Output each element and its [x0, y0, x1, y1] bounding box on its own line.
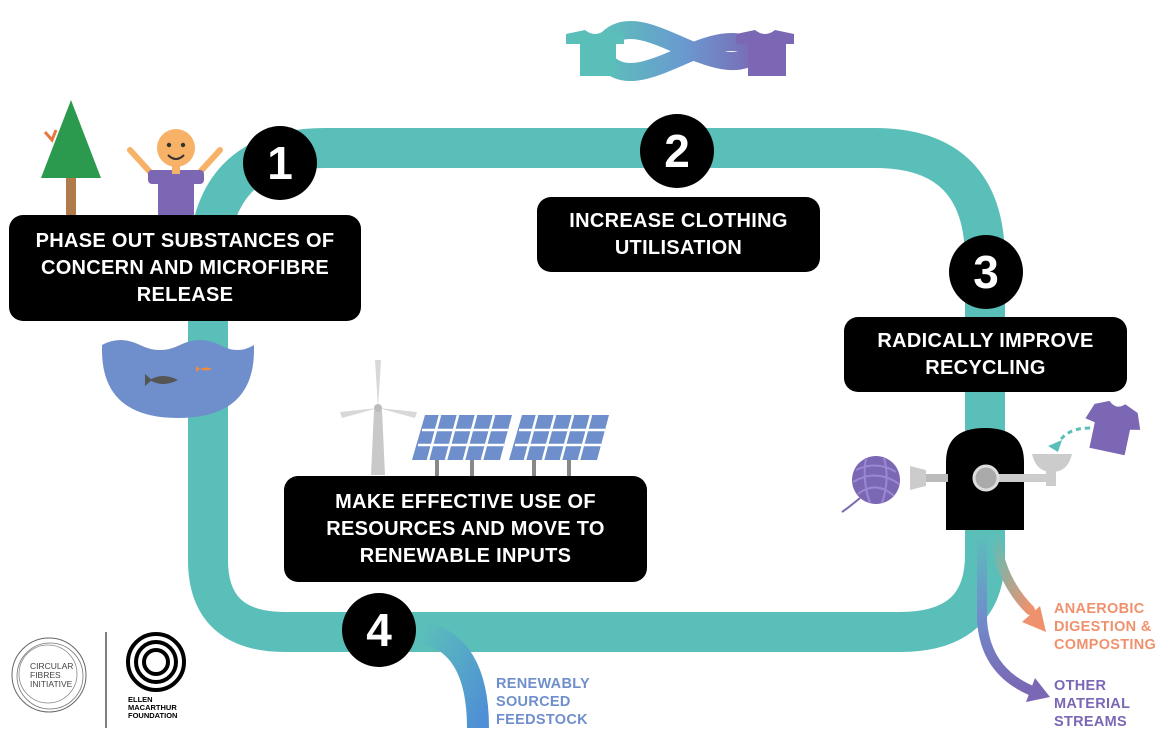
infinity-shirts-icon [566, 21, 794, 81]
renewable-line: RENEWABLY [496, 676, 591, 692]
other-line: STREAMS [1054, 714, 1127, 730]
anaerobic-stream [990, 530, 1035, 615]
anaerobic-line: DIGESTION & [1054, 619, 1152, 635]
cfi-line: CIRCULAR [30, 661, 74, 671]
step-4-box: MAKE EFFECTIVE USE OF RESOURCES AND MOVE… [284, 476, 647, 582]
water-fish-icon [102, 340, 254, 418]
other-arrowhead [1026, 678, 1050, 702]
wind-turbine-icon [340, 360, 417, 475]
emf-logo [126, 632, 186, 692]
renewable-stream [417, 621, 489, 728]
step-1-box: PHASE OUT SUBSTANCES OF CONCERN AND MICR… [9, 215, 361, 321]
step-3-box: RADICALLY IMPROVE RECYCLING [844, 317, 1127, 392]
anaerobic-label: ANAEROBIC DIGESTION & COMPOSTING [1054, 600, 1156, 654]
step-2-number: 2 [640, 114, 714, 188]
solar-panel-icon [412, 414, 609, 480]
renewable-line: FEEDSTOCK [496, 712, 588, 728]
anaerobic-line: COMPOSTING [1054, 637, 1157, 653]
other-line: MATERIAL [1054, 696, 1131, 712]
emf-logo-text: ELLEN MACARTHUR FOUNDATION [128, 696, 177, 720]
anaerobic-arrowhead [1022, 606, 1046, 632]
emf-line: ELLEN [128, 695, 153, 704]
step-1-number: 1 [243, 126, 317, 200]
tshirt-icon [1085, 400, 1141, 456]
cfi-line: INITIATIVE [30, 679, 73, 689]
other-stream [977, 530, 1035, 695]
recycling-machine-icon [910, 426, 1091, 530]
step-2-box: INCREASE CLOTHING UTILISATION [537, 197, 820, 272]
yarn-ball-icon [841, 456, 900, 513]
renewable-line: SOURCED [496, 694, 571, 710]
other-streams-label: OTHER MATERIAL STREAMS [1054, 677, 1130, 731]
step-4-number: 4 [342, 593, 416, 667]
emf-line: MACARTHUR [128, 703, 177, 712]
person-icon [127, 129, 223, 220]
renewable-feedstock-label: RENEWABLY SOURCED FEEDSTOCK [496, 675, 590, 729]
cfi-logo [11, 632, 107, 728]
tree-icon [41, 100, 101, 220]
cfi-logo-text: CIRCULAR FIBRES INITIATIVE [30, 662, 73, 689]
anaerobic-line: ANAEROBIC [1054, 601, 1145, 617]
cfi-line: FIBRES [30, 670, 61, 680]
emf-line: FOUNDATION [128, 711, 178, 720]
other-line: OTHER [1054, 678, 1107, 694]
step-3-number: 3 [949, 235, 1023, 309]
